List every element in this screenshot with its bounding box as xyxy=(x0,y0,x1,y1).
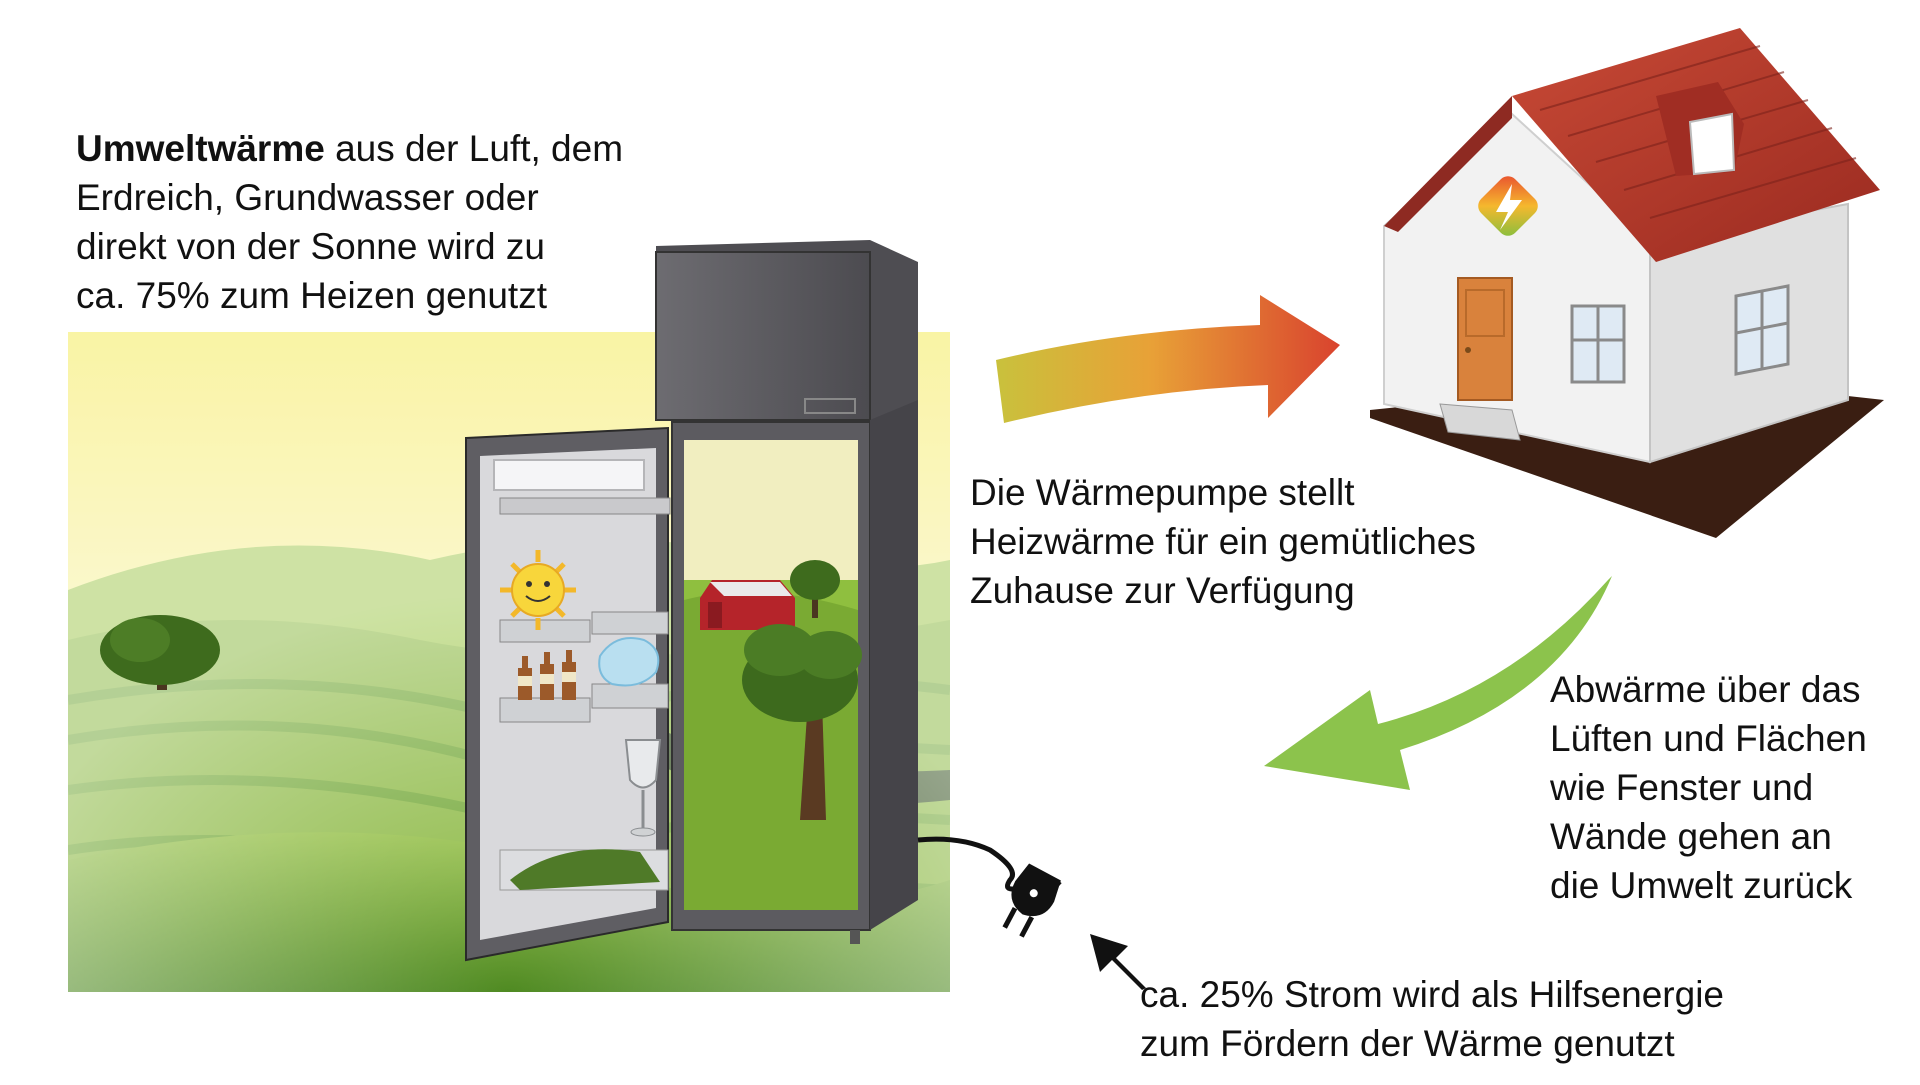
text-umweltwaerme: Umweltwärme aus der Luft, dem Erdreich, … xyxy=(76,124,716,320)
green-arrow xyxy=(1264,576,1612,790)
umwelt-line-3: direkt von der Sonne wird zu xyxy=(76,226,545,267)
abwaerme-line-2: Lüften und Flächen xyxy=(1550,718,1867,759)
text-waermepumpe: Die Wärmepumpe stellt Heizwärme für ein … xyxy=(970,468,1570,615)
freezer-door xyxy=(655,251,871,421)
door-shelf-6 xyxy=(591,683,669,709)
moss-patch xyxy=(510,849,660,890)
text-strom: ca. 25% Strom wird als Hilfsenergie zum … xyxy=(1140,970,1880,1068)
door-knob xyxy=(1465,347,1471,353)
abwaerme-line-3: wie Fenster und xyxy=(1550,767,1814,808)
freezer-handle xyxy=(804,398,856,414)
roof-edge xyxy=(1384,96,1512,232)
house xyxy=(1370,28,1884,538)
abwaerme-line-1: Abwärme über das xyxy=(1550,669,1861,710)
warm-arrow xyxy=(996,295,1340,423)
door-shelf-4 xyxy=(591,611,669,635)
door-shelf-3 xyxy=(499,619,591,643)
umwelt-bold-term: Umweltwärme xyxy=(76,128,325,169)
fridge xyxy=(465,240,918,962)
interior-sky xyxy=(684,440,858,580)
black-arrow-icon xyxy=(1090,934,1146,990)
fridge-foot xyxy=(850,930,860,944)
door-panel xyxy=(1465,289,1505,337)
tree-left xyxy=(100,615,220,690)
plug-icon xyxy=(1002,863,1061,938)
pumpe-line-1: Die Wärmepumpe stellt xyxy=(970,472,1355,513)
window-side xyxy=(1734,284,1790,376)
umwelt-line-4: ca. 75% zum Heizen genutzt xyxy=(76,275,547,316)
tree-big xyxy=(742,624,862,820)
tree-small xyxy=(790,560,840,618)
dormer xyxy=(1656,82,1744,176)
door-shelf-1 xyxy=(493,459,645,491)
pumpe-line-3: Zuhause zur Verfügung xyxy=(970,570,1355,611)
abwaerme-line-4: Wände gehen an xyxy=(1550,816,1832,857)
umwelt-line-1-rest: aus der Luft, dem xyxy=(324,128,624,169)
door-shelf-2 xyxy=(499,497,671,515)
umwelt-line-1: Umweltwärme aus der Luft, dem xyxy=(76,124,716,173)
strom-line-1: ca. 25% Strom wird als Hilfsenergie xyxy=(1140,974,1724,1015)
window-front xyxy=(1570,304,1626,384)
strom-line-2: zum Fördern der Wärme genutzt xyxy=(1140,1023,1675,1064)
text-abwaerme: Abwärme über das Lüften und Flächen wie … xyxy=(1550,665,1910,910)
wine-glass xyxy=(624,739,662,837)
logo-icon xyxy=(1478,176,1538,236)
ice-block xyxy=(598,637,660,687)
fridge-side xyxy=(870,400,918,930)
bottles xyxy=(518,650,576,700)
pumpe-line-2: Heizwärme für ein gemütliches xyxy=(970,521,1476,562)
sun-icon xyxy=(500,550,576,630)
door-shelf-5 xyxy=(499,697,591,723)
umwelt-line-2: Erdreich, Grundwasser oder xyxy=(76,177,539,218)
abwaerme-line-5: die Umwelt zurück xyxy=(1550,865,1853,906)
barn xyxy=(700,580,795,630)
house-steps xyxy=(1439,403,1521,441)
